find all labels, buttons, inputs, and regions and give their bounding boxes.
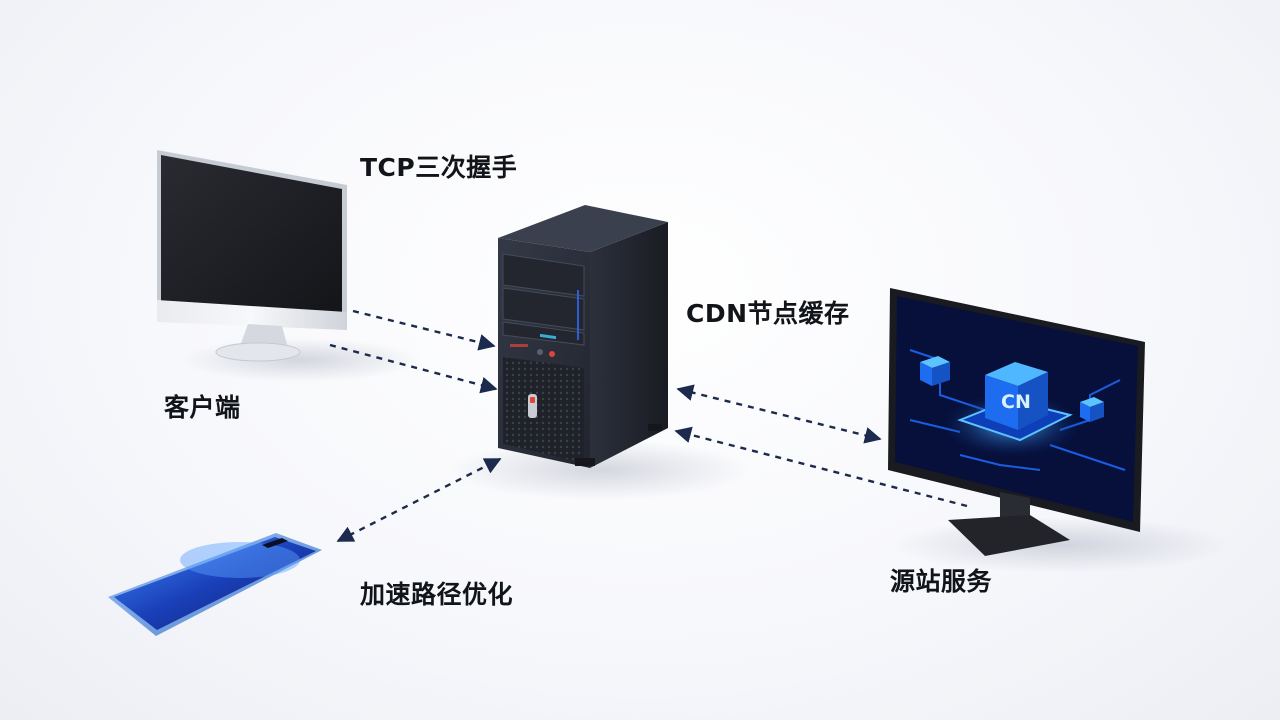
client-to-server-arrow-upper — [352, 309, 496, 351]
connection-arrows — [329, 309, 968, 543]
cdn-server-icon — [498, 205, 668, 468]
path-optimization-label: 加速路径优化 — [360, 580, 514, 609]
origin-service-label: 源站服务 — [890, 567, 993, 596]
client-label: 客户端 — [164, 393, 241, 422]
screen-logo-text: CN — [1001, 391, 1031, 413]
mobile-phone-icon — [108, 533, 322, 636]
cdn-cache-label: CDN节点缓存 — [686, 299, 850, 328]
server-origin-bidirectional-arrow — [676, 384, 882, 444]
origin-to-server-arrow — [674, 426, 968, 508]
server-shadow — [450, 440, 750, 500]
client-monitor-icon — [157, 150, 347, 362]
client-shadow — [180, 338, 420, 382]
origin-monitor-icon: CN — [888, 288, 1145, 556]
tcp-handshake-label: TCP三次握手 — [360, 153, 518, 182]
client-to-server-arrow-lower — [329, 343, 498, 394]
